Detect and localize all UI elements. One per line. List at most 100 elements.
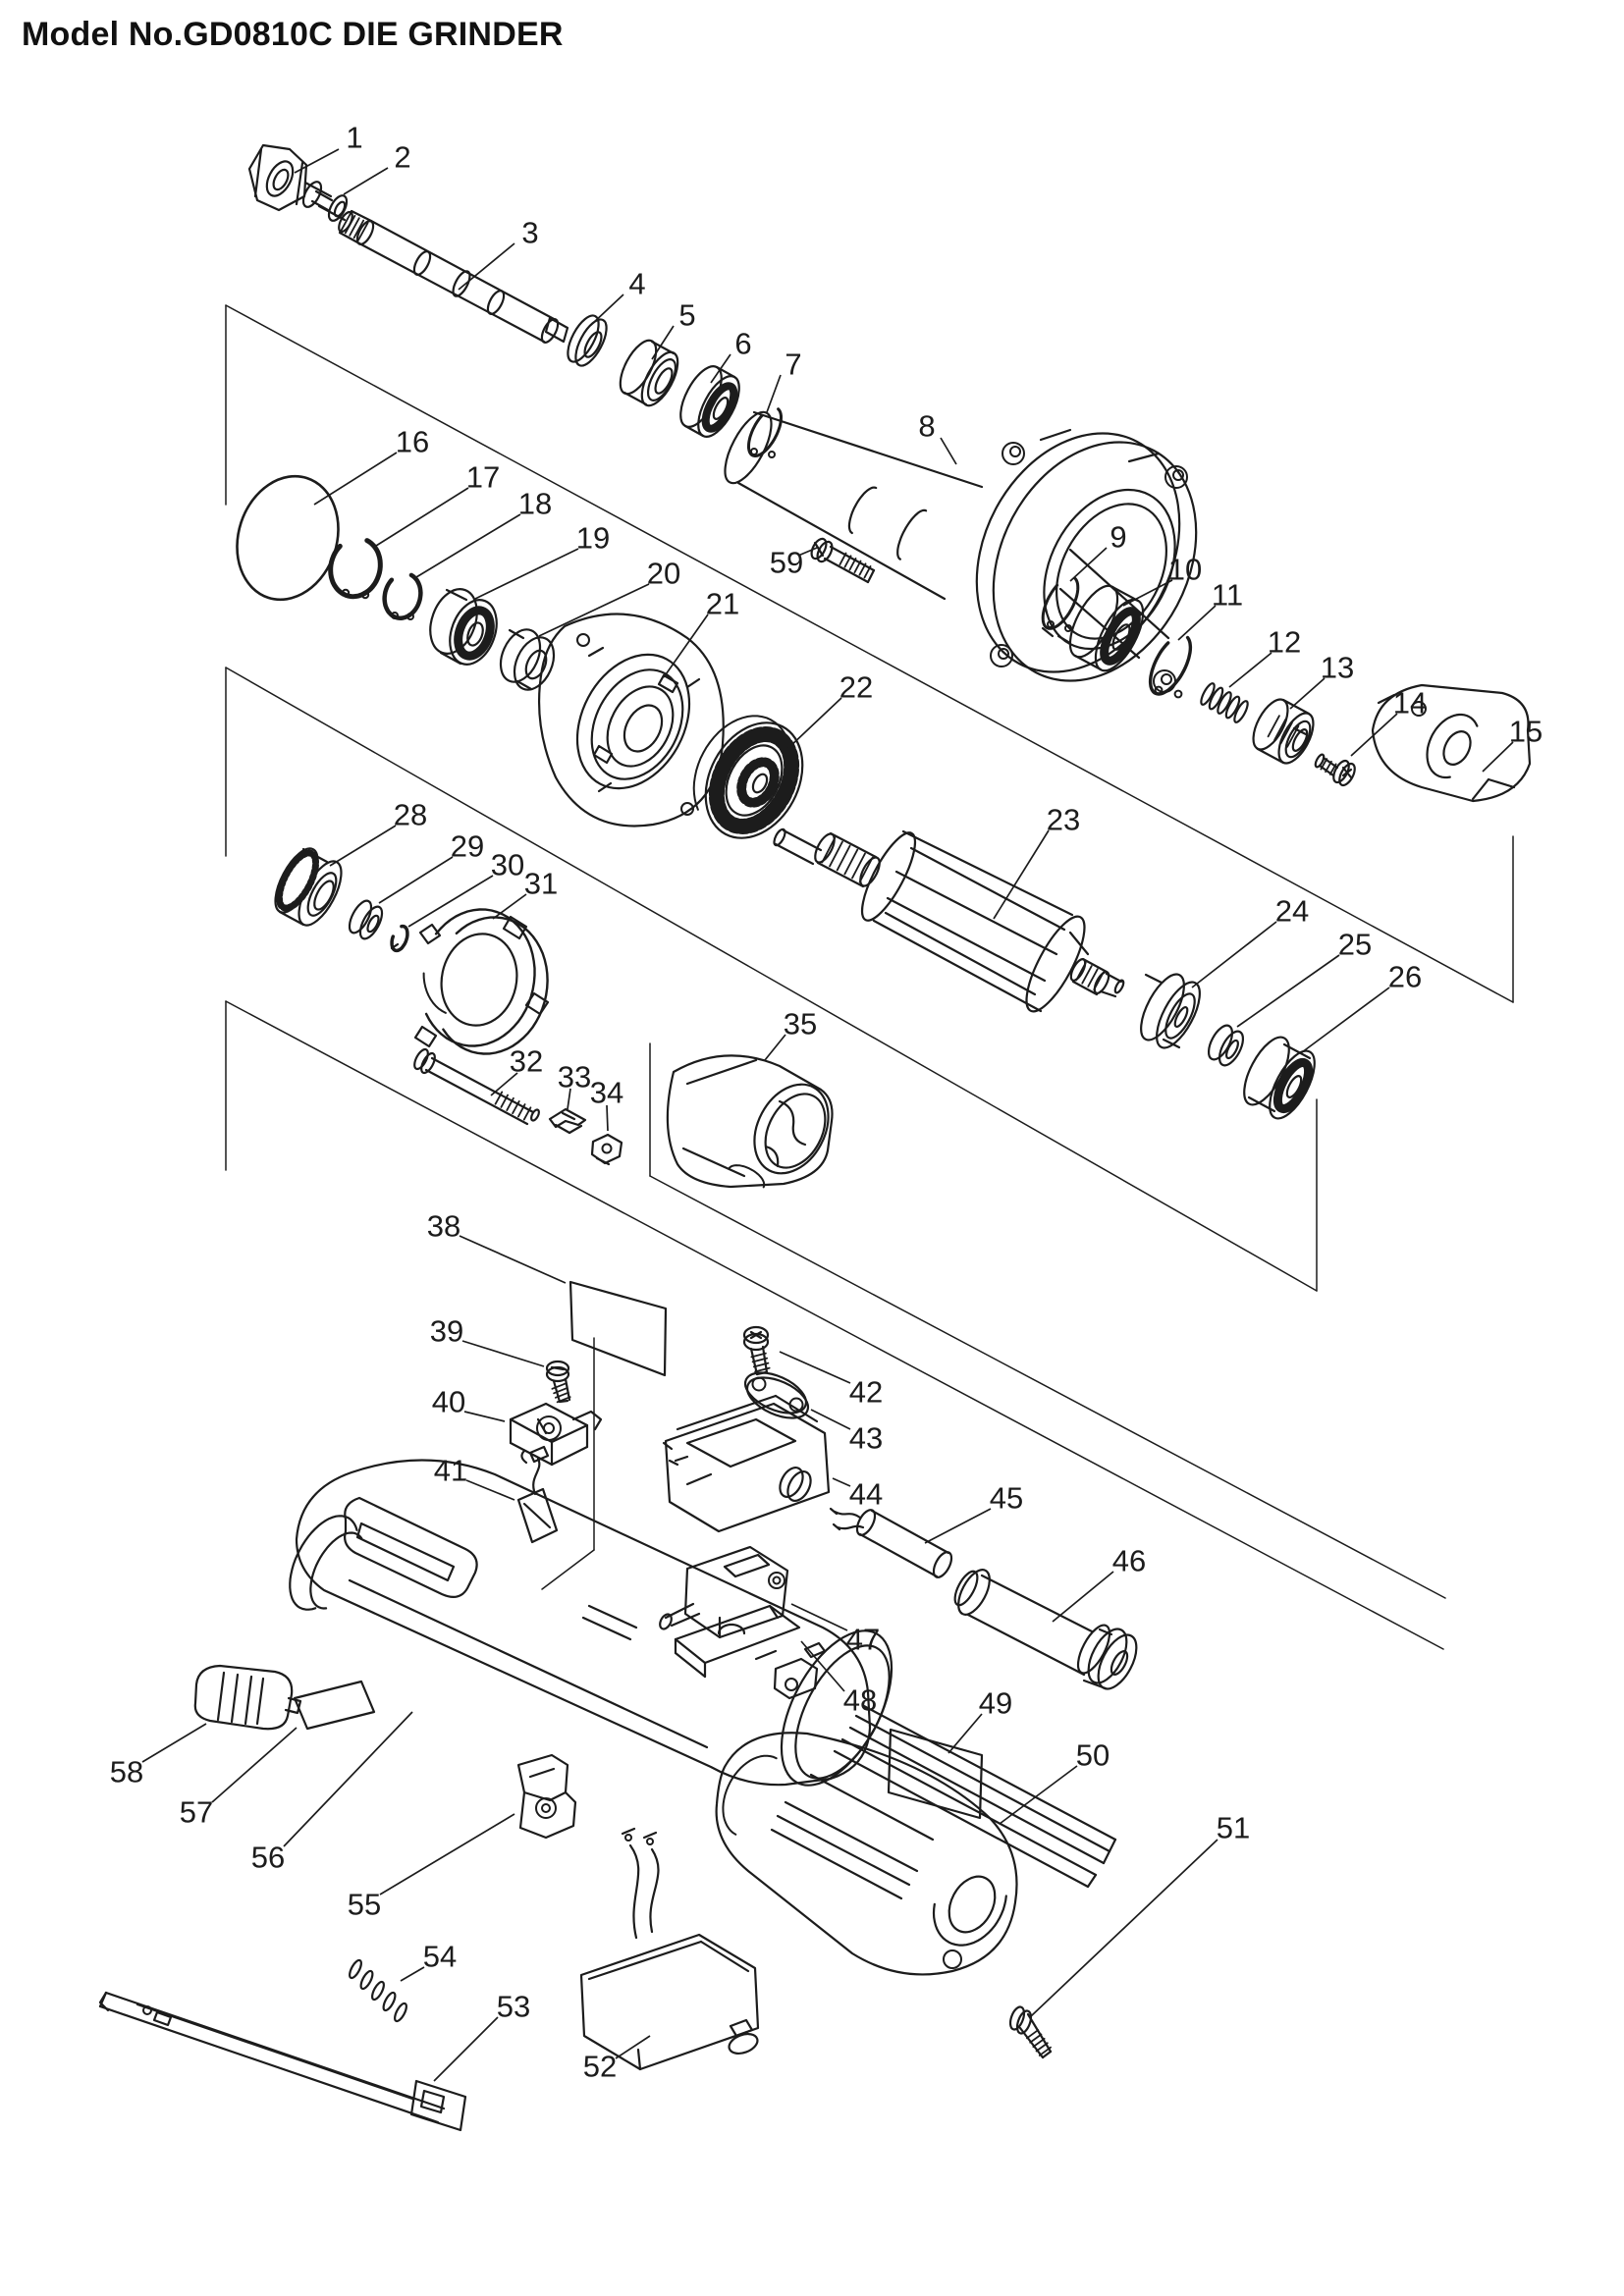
part-number: 14: [1393, 686, 1427, 721]
part-number: 58: [110, 1755, 143, 1789]
callout-28: 28: [329, 798, 427, 867]
part-number: 40: [432, 1385, 465, 1419]
part-number: 25: [1338, 928, 1372, 962]
part-number: 39: [430, 1314, 463, 1349]
part-number: 23: [1047, 803, 1080, 837]
callout-54: 54: [400, 1940, 457, 1982]
callout-4: 4: [590, 267, 646, 326]
page-title: Model No.GD0810C DIE GRINDER: [22, 16, 564, 53]
part-art-49: [887, 1728, 984, 1820]
callout-8: 8: [918, 409, 957, 465]
part-art-15: [1371, 683, 1532, 803]
part-art-1: [247, 143, 308, 212]
callout-34: 34: [590, 1076, 623, 1132]
callout-13: 13: [1289, 651, 1354, 710]
part-number: 7: [785, 347, 801, 382]
part-number: 8: [918, 409, 935, 444]
part-art-30: [390, 924, 409, 953]
part-number: 16: [396, 425, 429, 459]
part-number: 52: [583, 2050, 617, 2084]
part-art-32: [413, 1047, 540, 1126]
callout-1: 1: [294, 121, 363, 174]
callout-55: 55: [348, 1813, 515, 1922]
callout-25: 25: [1236, 928, 1372, 1028]
part-number: 51: [1217, 1811, 1250, 1845]
part-art-4: [567, 314, 608, 367]
part-art-2: [301, 181, 349, 222]
part-art-5: [619, 339, 679, 407]
callout-19: 19: [474, 521, 610, 600]
part-number: 43: [849, 1421, 883, 1456]
part-art-29: [348, 899, 384, 940]
callout-57: 57: [180, 1727, 298, 1830]
part-number: 5: [678, 298, 695, 333]
callout-9: 9: [1069, 520, 1127, 582]
part-art-42: [742, 1325, 771, 1376]
callout-32: 32: [490, 1044, 543, 1096]
part-number: 45: [990, 1481, 1023, 1516]
callout-16: 16: [313, 425, 429, 506]
part-number: 59: [770, 546, 803, 580]
callout-49: 49: [947, 1686, 1012, 1754]
callout-31: 31: [492, 867, 558, 920]
callout-56: 56: [251, 1711, 413, 1875]
part-number: 46: [1112, 1544, 1146, 1578]
part-number: 24: [1275, 894, 1309, 929]
part-art-46: [953, 1569, 1138, 1690]
part-art-13: [1252, 698, 1315, 765]
part-art-3: [338, 209, 569, 344]
callout-29: 29: [378, 829, 484, 904]
part-art-40: [509, 1402, 603, 1467]
callout-30: 30: [407, 848, 524, 928]
part-number: 13: [1321, 651, 1354, 685]
part-art-19: [429, 588, 498, 666]
part-number: 35: [784, 1007, 817, 1041]
part-art-21: [537, 613, 725, 828]
callout-20: 20: [538, 557, 680, 637]
part-art-45: [829, 1507, 953, 1578]
part-number: 54: [423, 1940, 457, 1974]
callout-7: 7: [766, 347, 802, 413]
part-number: 42: [849, 1375, 883, 1410]
callout-50: 50: [999, 1738, 1110, 1825]
part-art-51: [1008, 2005, 1053, 2059]
callout-10: 10: [1122, 553, 1202, 607]
callout-35: 35: [764, 1007, 817, 1061]
callout-17: 17: [375, 460, 500, 547]
part-art-50: [715, 1732, 1018, 1976]
part-art-39: [545, 1360, 571, 1404]
part-art-33: [548, 1107, 587, 1135]
callout-38: 38: [427, 1209, 567, 1284]
callout-45: 45: [924, 1481, 1023, 1544]
part-number: 15: [1509, 715, 1543, 749]
part-number: 22: [839, 670, 873, 705]
callout-47: 47: [790, 1603, 880, 1657]
part-art-25: [1207, 1024, 1245, 1067]
part-art-7: [747, 407, 783, 458]
part-number: 29: [451, 829, 484, 864]
part-art-17: [328, 538, 383, 600]
callout-5: 5: [651, 298, 696, 360]
part-number: 47: [846, 1623, 880, 1657]
callout-53: 53: [433, 1990, 530, 2082]
part-art-11: [1148, 635, 1193, 699]
callout-51: 51: [1030, 1811, 1250, 2017]
callout-43: 43: [810, 1409, 883, 1456]
part-art-56: [289, 1459, 1117, 1889]
part-number: 56: [251, 1841, 285, 1875]
part-number: 55: [348, 1888, 381, 1922]
part-art-52: [579, 1827, 760, 2071]
callout-21: 21: [663, 587, 739, 678]
callout-44: 44: [832, 1477, 883, 1512]
callout-14: 14: [1350, 686, 1427, 757]
part-art-55: [516, 1753, 577, 1840]
part-art-16: [236, 474, 340, 602]
callout-42: 42: [779, 1351, 883, 1410]
part-number: 26: [1388, 960, 1422, 994]
callout-33: 33: [558, 1060, 591, 1110]
part-art-18: [382, 572, 423, 620]
callout-24: 24: [1191, 894, 1309, 988]
part-number: 17: [466, 460, 500, 495]
